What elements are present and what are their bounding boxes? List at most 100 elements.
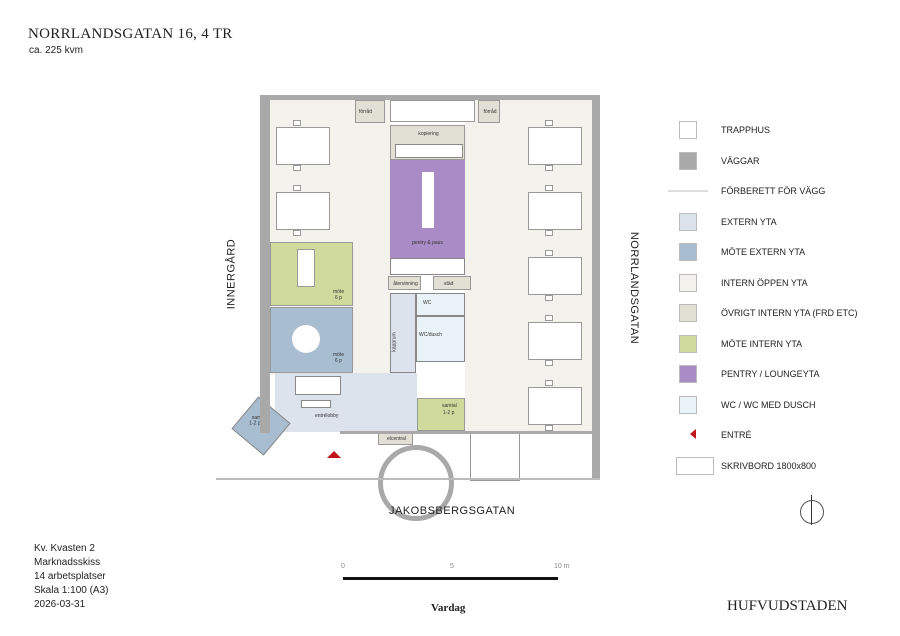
desk: [528, 322, 582, 360]
street-label-east: NORRLANDSGATAN: [628, 231, 641, 345]
pantry: pentry & paus: [390, 160, 465, 258]
chair-icon: [545, 425, 553, 431]
hufvudstaden-logo: HUFVUDSTADEN: [727, 598, 848, 614]
entrance-lobby: entrélobby: [275, 373, 417, 432]
room-label: elcentral: [387, 436, 406, 442]
scale-tick-0: 0: [341, 563, 345, 570]
room-label: möte: [333, 289, 345, 295]
chair-icon: [293, 120, 301, 126]
chair-icon: [545, 380, 553, 386]
room-capacity: 6 p: [335, 295, 342, 301]
room-label: kopiering: [418, 131, 439, 137]
info-scale: Skala 1:100 (A3): [34, 585, 109, 596]
room-label: pentry & paus: [412, 240, 443, 246]
cleaning: städ: [433, 276, 471, 290]
legend-swatch: [679, 273, 697, 292]
legend-swatch: [668, 190, 708, 192]
entrance-marker-icon: [327, 451, 341, 458]
legend-swatch: [679, 243, 697, 261]
desk: [528, 127, 582, 165]
wall-north: [260, 95, 600, 100]
scale-tick-5: 5: [450, 563, 454, 570]
chair-icon: [293, 230, 301, 236]
chair-icon: [545, 185, 553, 191]
desk: [276, 127, 330, 165]
area-text: ca. 225 kvm: [29, 45, 83, 56]
info-property: Kv. Kvasten 2: [34, 543, 95, 554]
room-label: kapprum: [391, 332, 398, 352]
stairwell: [378, 445, 454, 521]
chair-icon: [293, 165, 301, 171]
lower-stair-box: [470, 433, 520, 481]
info-workplaces: 14 arbetsplatser: [34, 571, 106, 582]
room-capacity: 1-2 p: [249, 420, 261, 427]
chair-icon: [293, 185, 301, 191]
room-label: möte: [333, 352, 345, 358]
scale-bar: [343, 577, 558, 580]
info-type: Marknadsskiss: [34, 557, 101, 568]
storage-right: förråd: [478, 100, 500, 123]
legend-swatch: [679, 151, 697, 170]
legend-label: VÄGGAR: [721, 155, 760, 166]
room-label: WC: [423, 300, 432, 306]
legend-label: ENTRÉ: [721, 430, 752, 440]
entrance-wall: [216, 478, 600, 480]
room-label: WC/dusch: [419, 332, 443, 338]
chair-icon: [545, 165, 553, 171]
recycling: återvinning: [388, 276, 421, 290]
room-capacity: 6 p: [335, 358, 342, 364]
page-title: NORRLANDSGATAN 16, 4 TR: [28, 26, 233, 42]
legend-label: MÖTE INTERN YTA: [721, 338, 803, 349]
legend-swatch: [679, 334, 697, 353]
legend-label: EXTERN YTA: [721, 216, 777, 227]
meeting-room-green: möte 6 p: [270, 242, 353, 306]
legend-swatch: [679, 212, 697, 231]
north-arrow-icon: [800, 495, 824, 525]
chair-icon: [545, 360, 553, 366]
vardag-logo: Vardag: [431, 602, 466, 614]
wall-west: [260, 95, 270, 433]
cloakroom: kapprum: [390, 293, 416, 373]
talk-room-green: samtal 1-2 p: [417, 398, 465, 431]
pantry-counter: [390, 258, 465, 275]
room-label: entrélobby: [315, 413, 339, 419]
desk: [528, 192, 582, 230]
storage-left: förråd: [355, 100, 385, 123]
legend-swatch: [679, 365, 697, 383]
legend-label: SKRIVBORD 1800x800: [721, 460, 817, 471]
wc: WC: [416, 293, 465, 316]
desk: [528, 257, 582, 295]
scale-tick-10: 10 m: [554, 563, 570, 570]
legend-label: WC / WC MED DUSCH: [721, 399, 816, 410]
legend-label: PENTRY / LOUNGEYTA: [721, 369, 820, 379]
legend-swatch: [679, 304, 697, 322]
wall-south: [340, 431, 592, 434]
street-label-south: JAKOBSBERGSGATAN: [389, 505, 516, 517]
desk: [528, 387, 582, 425]
room-label: förråd: [483, 109, 497, 115]
legend-label: INTERN ÖPPEN YTA: [721, 277, 808, 288]
chair-icon: [545, 295, 553, 301]
room-label: återvinning: [393, 281, 418, 287]
wc-shower: WC/dusch: [416, 316, 465, 362]
room-capacity: 1-2 p: [443, 410, 455, 416]
room-label: städ: [444, 281, 454, 287]
wall-east: [592, 100, 600, 480]
room-label: förråd: [359, 109, 373, 115]
chair-icon: [545, 250, 553, 256]
legend-label: MÖTE EXTERN YTA: [721, 247, 806, 257]
street-label-west: INNERGÅRD: [225, 238, 238, 310]
legend-label: ÖVRIGT INTERN YTA (FRD ETC): [721, 308, 858, 318]
room-label: samtal: [442, 403, 457, 409]
chair-icon: [545, 230, 553, 236]
legend-swatch: [690, 429, 696, 439]
stair-void: [390, 100, 475, 122]
legend-swatch: [679, 395, 697, 414]
legend-label: FÖRBERETT FÖR VÄGG: [721, 186, 826, 196]
chair-icon: [545, 315, 553, 321]
legend-swatch: [676, 456, 714, 475]
copy-room: kopiering: [390, 125, 465, 160]
legend-swatch: [679, 121, 697, 139]
